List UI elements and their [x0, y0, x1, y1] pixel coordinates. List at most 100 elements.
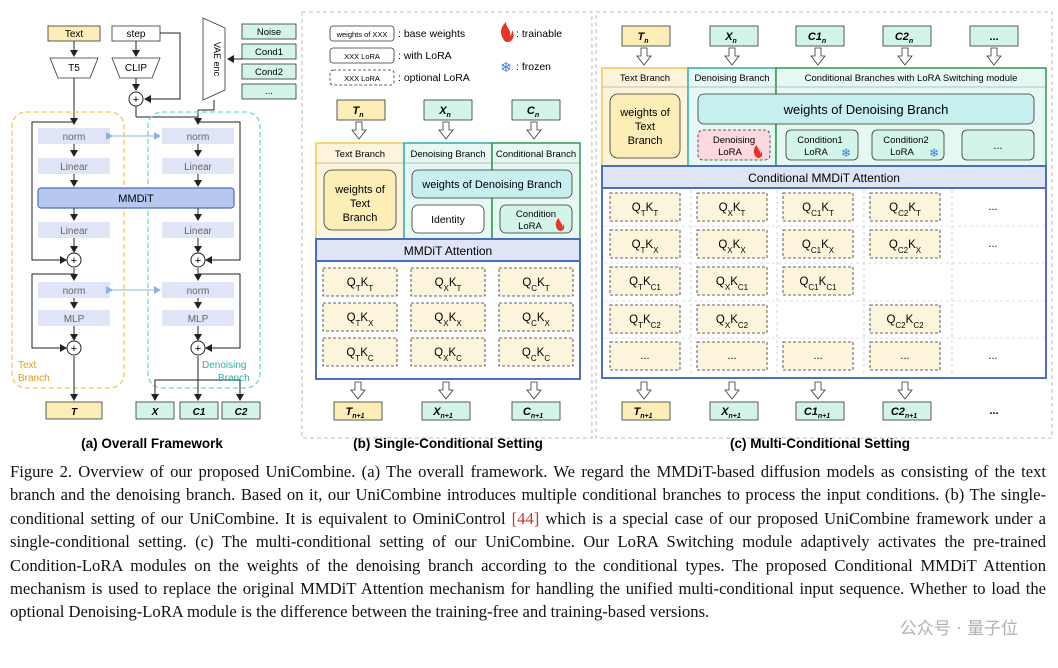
input-cond1: Cond1 — [255, 47, 283, 58]
linear-text-2: Linear — [60, 226, 88, 237]
attention-cell-label: QTKT — [632, 202, 659, 218]
attention-cell — [410, 337, 486, 367]
c-output-more: ... — [989, 405, 998, 417]
attention-cell-label: QXKT — [719, 202, 746, 218]
attention-cell-label: QC1KT — [802, 202, 834, 218]
attention-ellipsis: ... — [988, 238, 997, 250]
snowflake-icon: ❄ — [929, 146, 939, 160]
input-more: ... — [265, 86, 273, 97]
svg-text:Condition: Condition — [516, 209, 556, 220]
attention-cell-label: QTKC1 — [629, 276, 661, 292]
attention-cell-label: QXKX — [718, 239, 746, 255]
attention-cell-label: QXKT — [435, 277, 462, 293]
attention-cell — [498, 302, 574, 332]
snowflake-icon: ❄ — [500, 59, 512, 75]
denoising-branch-label-2: Branch — [218, 373, 250, 384]
norm-text-1: norm — [63, 132, 86, 143]
attention-cell — [410, 267, 486, 297]
c-output-c1: C1n+1 — [804, 406, 830, 420]
norm-text-2: norm — [63, 286, 86, 297]
legend-trainable: : trainable — [516, 28, 562, 40]
attention-cell — [782, 229, 854, 259]
mmdit-label: MMDiT — [118, 193, 154, 205]
b-output-x: Xn+1 — [432, 406, 453, 420]
b-identity — [411, 204, 485, 234]
attention-cell — [869, 192, 941, 222]
attention-cell — [869, 304, 941, 334]
clip-encoder — [111, 57, 161, 79]
svg-text:weights of Denoising Branch: weights of Denoising Branch — [783, 102, 949, 117]
attention-cell — [410, 302, 486, 332]
input-text: Text — [65, 29, 84, 40]
attention-cell-label: QXKC2 — [716, 314, 749, 330]
attention-cell — [609, 304, 681, 334]
attention-cell-label: QTKT — [347, 277, 374, 293]
legend-frozen: : frozen — [516, 61, 551, 73]
caption-a: (a) Overall Framework — [81, 436, 223, 451]
b-header-text: Text Branch — [335, 149, 385, 160]
caption-b: (b) Single-Conditional Setting — [353, 436, 543, 451]
b-input-x: Xn — [438, 105, 451, 119]
output-c2: C2 — [235, 407, 248, 418]
svg-text:LoRA: LoRA — [518, 221, 542, 232]
attention-cell-label: QTKX — [347, 312, 375, 328]
c-input-t: Tn — [637, 31, 648, 45]
panel-a-overall-framework: Text step T5 CLIP + VAE enc Noise Cond1 … — [11, 17, 297, 451]
denoising-branch-label-1: Denoising — [202, 360, 246, 371]
attention-cell-label: QXKC — [434, 347, 462, 363]
b-denoise-weights — [411, 169, 573, 199]
svg-text:LoRA: LoRA — [804, 147, 828, 158]
attention-cell — [609, 192, 681, 222]
b-header-denoise: Denoising Branch — [411, 149, 486, 160]
svg-text:...: ... — [993, 140, 1002, 152]
attention-ellipsis: ... — [988, 350, 997, 362]
b-text-weights — [323, 169, 397, 231]
attention-ellipsis: ... — [813, 350, 822, 362]
attention-cell-label: QC1KX — [802, 239, 835, 255]
c-input-c1: C1n — [808, 31, 826, 45]
svg-text:+: + — [195, 343, 201, 355]
input-noise: Noise — [257, 27, 281, 38]
attention-cell-label: QTKC — [346, 347, 374, 363]
attention-cell-label: QXKC1 — [716, 276, 749, 292]
c-denoise-weights — [697, 93, 1035, 125]
svg-text:LoRA: LoRA — [890, 147, 914, 158]
attention-cell — [696, 229, 768, 259]
flame-icon — [555, 218, 565, 231]
legend-lora-label: : with LoRA — [398, 50, 452, 62]
attention-cell — [609, 266, 681, 296]
flame-icon — [500, 22, 514, 42]
figure-caption: Figure 2. Overview of our proposed UniCo… — [10, 460, 1046, 624]
text-branch-label-2: Branch — [18, 373, 50, 384]
norm-denoise-2: norm — [187, 286, 210, 297]
c-text-weights — [609, 93, 681, 159]
attention-cell — [696, 266, 768, 296]
attention-cell — [696, 192, 768, 222]
attention-cell-label: QC1KC1 — [799, 276, 837, 292]
c-condition1-lora — [785, 129, 859, 161]
svg-text:Branch: Branch — [343, 212, 378, 224]
c-header-cond: Conditional Branches with LoRA Switching… — [805, 73, 1018, 84]
attention-cell-label: QC2KC2 — [886, 314, 924, 330]
attention-cell — [782, 192, 854, 222]
attention-cell — [696, 304, 768, 334]
caption-part-2: which is a special case of our proposed … — [10, 508, 1046, 622]
b-condition-lora — [499, 204, 573, 234]
mmdit-block — [37, 187, 235, 209]
t5-encoder — [49, 57, 99, 79]
text-branch-outline — [11, 111, 125, 389]
c-input-x: Xn — [724, 31, 737, 45]
attention-cell — [782, 266, 854, 296]
citation-link[interactable]: [44] — [511, 508, 540, 528]
panel-b-single-conditional: weights of XXX : base weights XXX LoRA :… — [315, 22, 581, 451]
attention-cell-label: QTKC2 — [629, 314, 661, 330]
snowflake-icon: ❄ — [841, 146, 851, 160]
mlp-text: MLP — [64, 314, 85, 325]
svg-text:weights of: weights of — [334, 184, 385, 196]
caption-c: (c) Multi-Conditional Setting — [730, 436, 910, 451]
attention-cell — [498, 267, 574, 297]
attention-cell-label: QXKX — [434, 312, 462, 328]
attention-ellipsis: ... — [900, 350, 909, 362]
legend-base-label: : base weights — [398, 28, 465, 40]
